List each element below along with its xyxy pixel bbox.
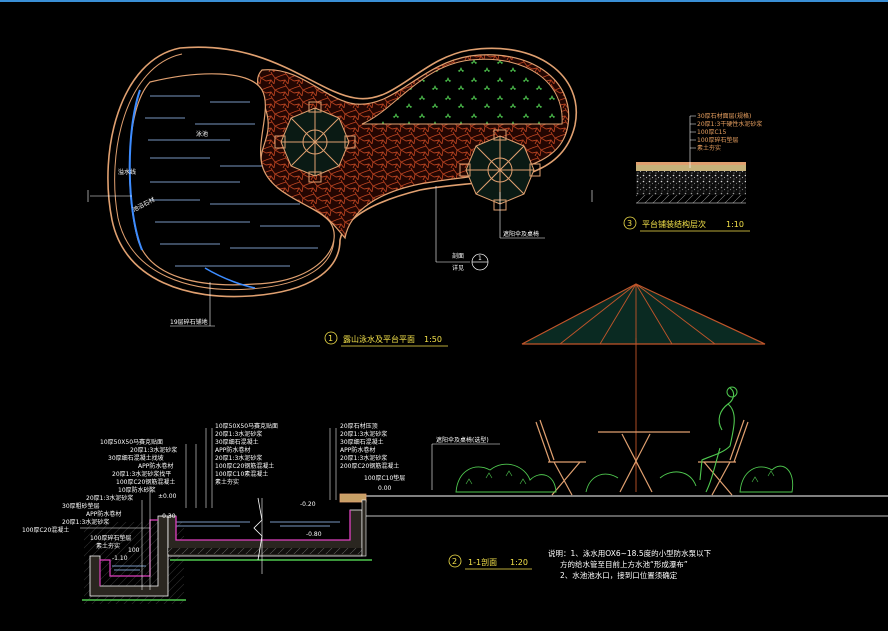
umbrella-elevation xyxy=(365,283,888,517)
level-deck: 0.00 xyxy=(378,485,392,492)
plan-scale: 1:50 xyxy=(424,335,442,344)
umbrella-label: 遮阳伞及桌椅 xyxy=(503,230,539,238)
level-water: -0.20 xyxy=(300,501,316,508)
section-mid-label: 素土夯实 xyxy=(215,478,239,486)
level-top: ±0.00 xyxy=(158,493,177,500)
section-left-label: 100厚碎石垫层 xyxy=(90,534,131,542)
layer-item: 素土夯实 xyxy=(697,144,721,152)
section-left-label: APP防水卷材 xyxy=(138,462,173,470)
layer-item: 100厚碎石垫层 xyxy=(697,136,738,144)
note-line-3: 2、水池池水口，接到口位置须确定 xyxy=(560,570,678,580)
section-left-label: 20厚1:3水泥砂浆 xyxy=(130,446,177,454)
section-left-label: 100厚C20钢筋混凝土 xyxy=(116,478,175,486)
section-right-label: 100厚C10垫层 xyxy=(364,474,405,482)
level-left: -0.30 xyxy=(160,513,176,520)
section-left-label: 20厚1:3水泥砂浆找平 xyxy=(112,470,171,478)
section-mid-label: 20厚1:3水泥砂浆 xyxy=(215,454,262,462)
umbrella-elevation-label: 遮阳伞及桌椅(选型) xyxy=(436,436,489,444)
pool-plan xyxy=(87,46,593,327)
section-left-label: 素土夯实 xyxy=(96,542,120,550)
section-right-label: 30厚细石混凝土 xyxy=(340,438,384,446)
svg-text:3: 3 xyxy=(627,219,632,228)
layer-title: 3 平台铺装结构层次 1:10 xyxy=(623,216,750,232)
plan-title-text: 露山泳水及平台平面 xyxy=(343,334,415,344)
section-title-text: 1-1剖面 xyxy=(468,557,497,567)
layer-item: 30厚石材面层(规格) xyxy=(697,112,751,120)
section-right-label: 20厚1:3水泥砂浆 xyxy=(340,454,387,462)
level-floor: -0.80 xyxy=(306,531,322,538)
section-mid-label: 100厚C10素混凝土 xyxy=(215,470,268,478)
layer-scale: 1:10 xyxy=(726,220,744,229)
section-left-label: 20厚1:3水泥砂浆 xyxy=(62,518,109,526)
section-left-label: 10厚防水砂浆 xyxy=(118,486,156,494)
overflow-label: 溢水线 xyxy=(118,168,136,176)
layer-title-text: 平台铺装结构层次 xyxy=(642,219,706,229)
svg-text:2: 2 xyxy=(452,557,457,566)
pool-label: 泳池 xyxy=(196,130,208,138)
section-mark-bottom: 详见 xyxy=(452,264,464,272)
section-left-label: 100厚C20混凝土 xyxy=(22,526,69,534)
section-left-label: 20厚1:3水泥砂浆 xyxy=(86,494,133,502)
section-right-label: APP防水卷材 xyxy=(340,446,375,454)
section-right-label: 200厚C20钢筋混凝土 xyxy=(340,462,399,470)
section-mid-label: 10厚50X50马赛克贴面 xyxy=(215,422,278,430)
section-title: 2 1-1剖面 1:20 xyxy=(448,554,532,570)
section-mid-label: 100厚C20钢筋混凝土 xyxy=(215,462,274,470)
note-line-2: 方的给水管至目前上方水池“形成瀑布” xyxy=(560,559,688,569)
section-left-label: 30厚粗砂垫层 xyxy=(62,502,100,510)
top-border xyxy=(0,0,888,2)
level-bottom: -1.10 xyxy=(112,555,128,562)
section-left-label: 10厚50X50马赛克贴面 xyxy=(100,438,163,446)
plan-title: 1 露山泳水及平台平面 1:50 xyxy=(324,331,448,347)
section-mid-label: 30厚细石混凝土 xyxy=(215,438,259,446)
section-left-label: 30厚细石混凝土找坡 xyxy=(108,454,164,462)
section-right-label: 20厚石材压顶 xyxy=(340,422,378,430)
section-mid-label: 20厚1:3水泥砂浆 xyxy=(215,430,262,438)
layer-detail xyxy=(636,115,746,204)
umbrella-plan-icon xyxy=(459,129,541,211)
tile-label: 19层碎石铺地 xyxy=(170,318,208,326)
pool-section xyxy=(80,428,372,604)
section-mid-label: APP防水卷材 xyxy=(215,446,250,454)
dim-label: 100 xyxy=(128,547,140,554)
section-left-label: APP防水卷材 xyxy=(86,510,121,518)
layer-item: 20厚1:3干硬性水泥砂浆 xyxy=(697,120,762,128)
section-mark-top: 剖面 xyxy=(452,252,464,260)
section-scale: 1:20 xyxy=(510,558,528,567)
layer-item: 100厚C15 xyxy=(697,129,726,136)
section-mark-num: 1 xyxy=(478,255,482,262)
umbrella-plan-icon xyxy=(274,101,356,183)
section-right-label: 20厚1:3水泥砂浆 xyxy=(340,430,387,438)
note-line-1: 说明：1、泳水用OX6~18.5度的小型防水泵以下 xyxy=(548,548,712,558)
svg-text:1: 1 xyxy=(328,334,333,343)
